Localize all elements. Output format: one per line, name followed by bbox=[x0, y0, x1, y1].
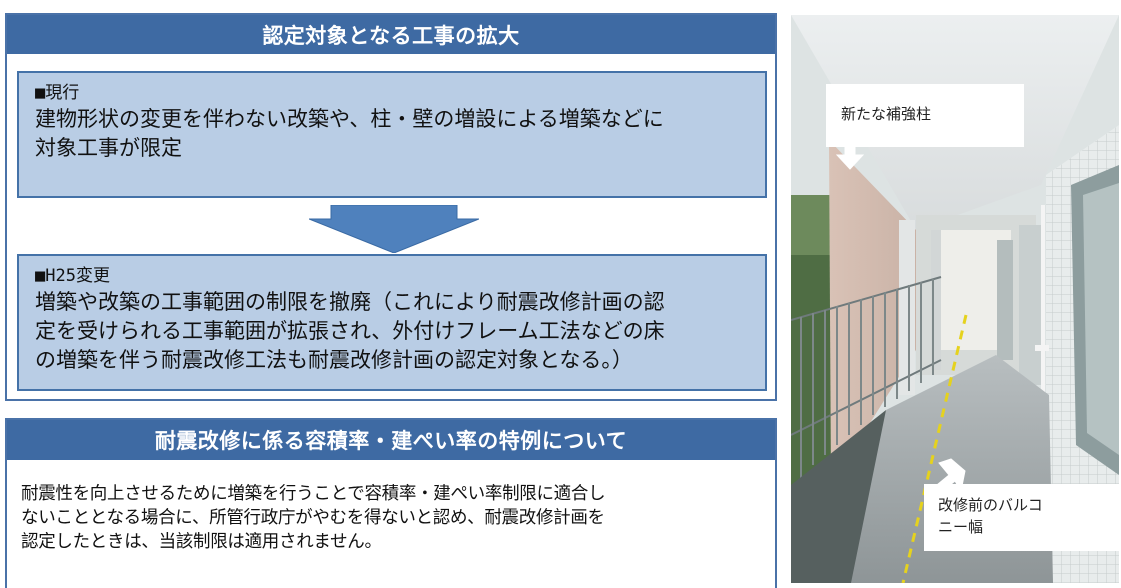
caption-balcony-line-2: ニー幅 bbox=[938, 518, 984, 536]
current-line-1: 建物形状の変更を伴わない改築や、柱・壁の増設による増築などに bbox=[35, 107, 664, 131]
h25-label: ■H25変更 bbox=[35, 266, 110, 286]
special-title: 耐震改修に係る容積率・建ぺい率の特例について bbox=[7, 420, 775, 460]
h25-line-3: の増築を伴う耐震改修工法も耐震改修計画の認定対象となる。） bbox=[35, 348, 633, 372]
down-arrow-icon bbox=[309, 205, 479, 253]
current-label: ■現行 bbox=[35, 83, 80, 103]
special-line-1: 耐震性を向上させるために増築を行うことで容積率・建ぺい率制限に適合し bbox=[21, 484, 606, 504]
caption-new-column: 新たな補強柱 bbox=[826, 84, 1024, 147]
expansion-panel: 認定対象となる工事の拡大 ■現行 建物形状の変更を伴わない改築や、柱・壁の増設に… bbox=[5, 13, 777, 401]
current-line-2: 対象工事が限定 bbox=[35, 136, 182, 160]
special-line-2: ないこととなる場合に、所管行政庁がやむを得ないと認め、耐震改修計画を bbox=[21, 508, 605, 528]
h25-line-1: 増築や改築の工事範囲の制限を撤廃（これにより耐震改修計画の認 bbox=[35, 290, 665, 314]
special-body: 耐震性を向上させるために増築を行うことで容積率・建ぺい率制限に適合し ないことと… bbox=[7, 460, 775, 554]
caption-balcony-width: 改修前のバルコ ニー幅 bbox=[924, 484, 1119, 551]
special-line-3: 認定したときは、当該制限は適用されません。 bbox=[21, 532, 382, 552]
h25-line-2: 定を受けられる工事範囲が拡張され、外付けフレーム工法などの床 bbox=[35, 319, 665, 343]
expansion-title: 認定対象となる工事の拡大 bbox=[7, 15, 775, 54]
special-panel: 耐震改修に係る容積率・建ぺい率の特例について 耐震性を向上させるために増築を行う… bbox=[5, 418, 777, 588]
current-box: ■現行 建物形状の変更を伴わない改築や、柱・壁の増設による増築などに 対象工事が… bbox=[17, 71, 767, 198]
h25-box: ■H25変更 増築や改築の工事範囲の制限を撤廃（これにより耐震改修計画の認 定を… bbox=[17, 254, 767, 391]
caption-balcony-line-1: 改修前のバルコ bbox=[938, 496, 1043, 514]
